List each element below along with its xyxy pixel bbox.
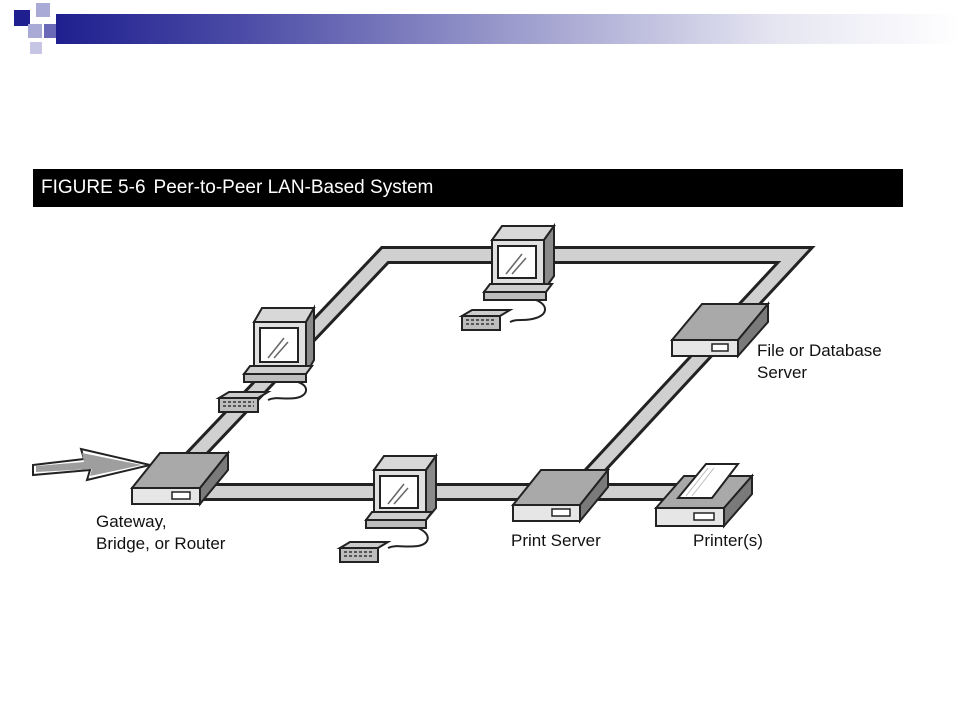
gateway-label: Gateway, Bridge, or Router (96, 512, 226, 553)
file-server-device (669, 301, 771, 359)
decor-square-light (30, 42, 42, 54)
figure-number: FIGURE 5-6 (41, 177, 146, 198)
printer-label: Printer(s) (693, 531, 763, 550)
print-server-label: Print Server (511, 531, 601, 550)
workstation-left (215, 304, 316, 413)
decor-square-light (44, 24, 58, 38)
workstation-bottom (336, 452, 438, 563)
workstation-top (458, 222, 556, 331)
gateway-device (129, 450, 231, 507)
decor-gradient-band (56, 14, 960, 44)
wan-link-icon (32, 447, 151, 482)
figure-caption: FIGURE 5-6 Peer-to-Peer LAN-Based System (33, 169, 903, 207)
file-server-label: File or Database Server (757, 341, 882, 382)
print-server-device (510, 467, 611, 524)
figure-title: Peer-to-Peer LAN-Based System (153, 177, 434, 198)
decor-square-light (36, 3, 50, 17)
decor-square-dark (14, 10, 30, 26)
printer-device (653, 463, 755, 529)
decor-square-light (28, 24, 42, 38)
